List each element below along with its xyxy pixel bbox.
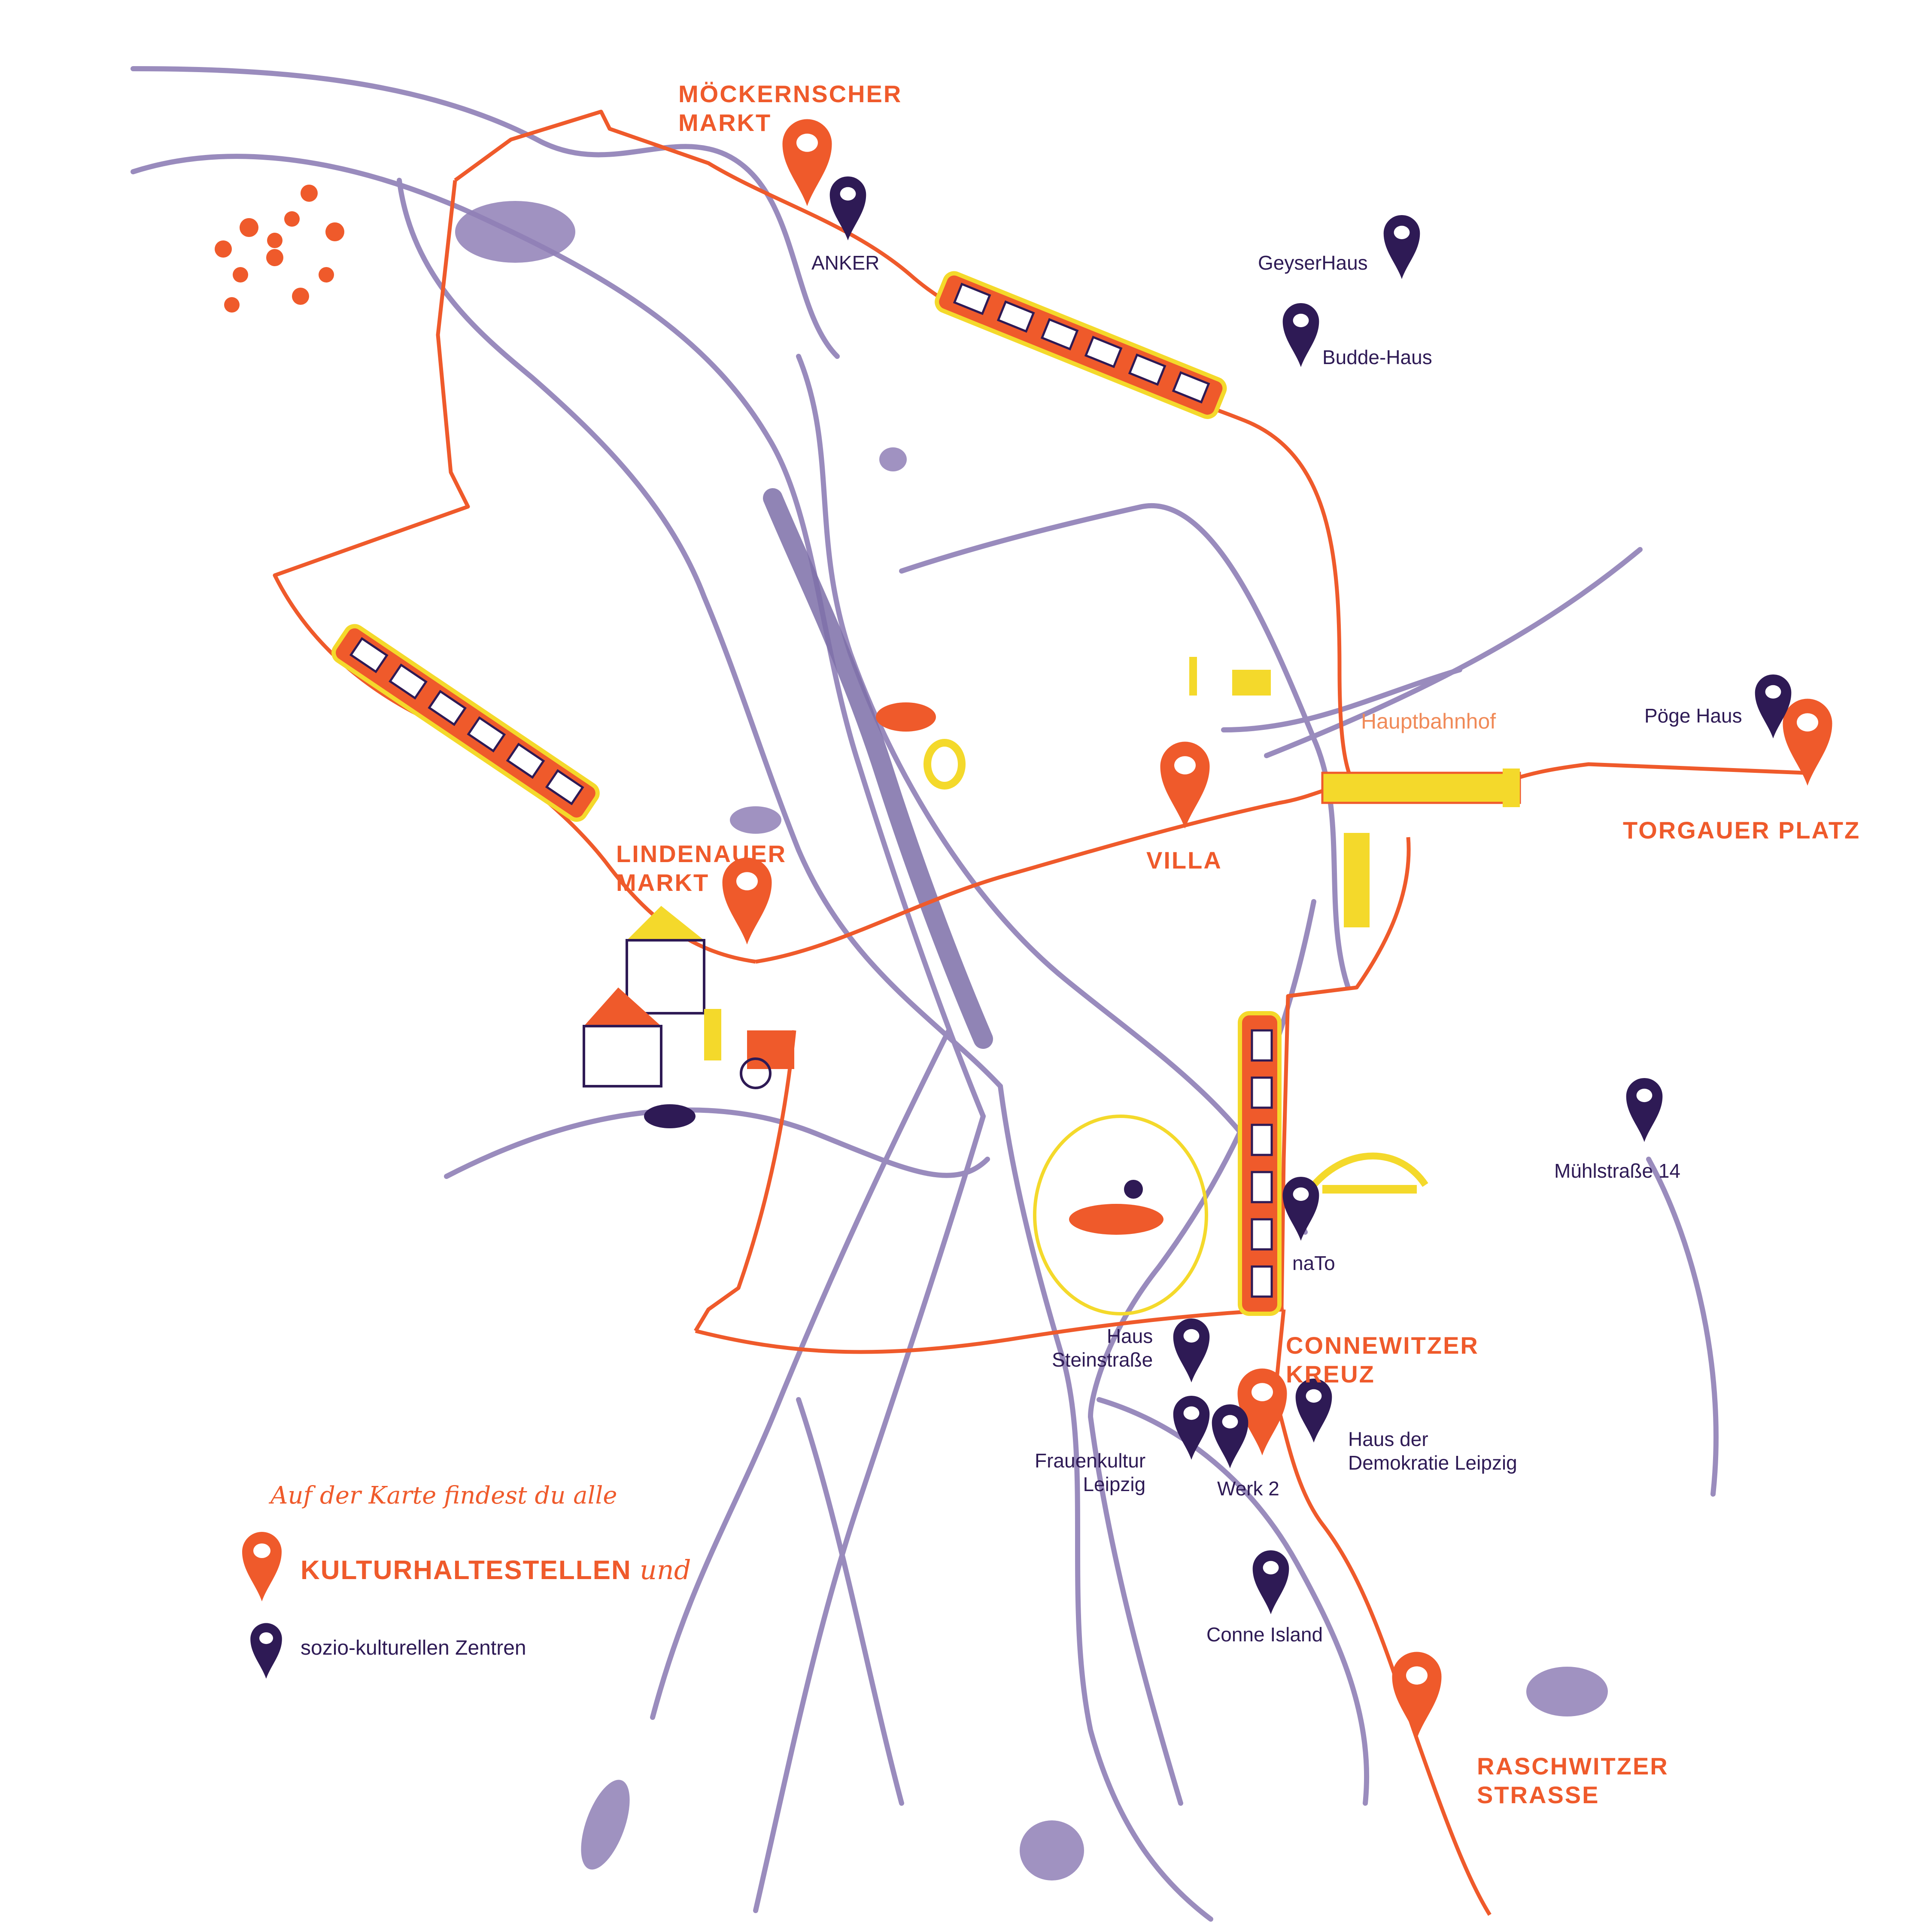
geyserhaus-label-line: GeyserHaus (1258, 252, 1368, 274)
trees-illustration (215, 185, 344, 313)
moeckernscher-markt-label-line: MARKT (678, 109, 772, 137)
raschwitzer-strasse-label-line: STRASSE (1477, 1781, 1600, 1809)
legend-zentren: sozio-kulturellen Zentren (301, 1637, 526, 1659)
legend-stops-label: KULTURHALTESTELLEN (301, 1555, 632, 1585)
conne-island-label-line: Conne Island (1206, 1623, 1323, 1646)
hauptbahnhof-building (1321, 769, 1521, 807)
haus-steinstrasse-label-line: Haus (1106, 1325, 1153, 1347)
legend-kulturhaltestelle-pin-icon (242, 1532, 282, 1601)
villa-label: VILLA (1146, 846, 1222, 875)
zoo-illustration (1189, 657, 1271, 696)
racecourse-illustration (1033, 1115, 1208, 1315)
haus-steinstrasse-label-line: Steinstraße (1052, 1349, 1153, 1371)
frauenkultur-leipzig-pin-icon[interactable] (1173, 1395, 1210, 1460)
legend-kulturhaltestellen: KULTURHALTESTELLEN und (301, 1554, 691, 1586)
connewitzer-kreuz-label-line: CONNEWITZER (1286, 1332, 1479, 1359)
connewitzer-kreuz-label-line: KREUZ (1286, 1361, 1375, 1388)
werk-2-label-line: Werk 2 (1217, 1477, 1279, 1500)
bull-illustration (876, 702, 966, 790)
fairground-illustration (1311, 1152, 1428, 1194)
nato-label: naTo (1292, 1252, 1335, 1275)
lindenauer-markt-label-line: MARKT (616, 869, 710, 896)
poege-haus-label: Pöge Haus (1644, 704, 1742, 728)
nato-label-line: naTo (1292, 1252, 1335, 1274)
haus-der-demokratie-label-line: Haus der (1348, 1428, 1428, 1450)
werk-2-label: Werk 2 (1217, 1477, 1279, 1501)
conne-island-pin-icon[interactable] (1252, 1550, 1289, 1614)
anker-pin-icon[interactable] (829, 176, 866, 240)
connewitzer-kreuz-pin-icon[interactable] (1237, 1368, 1287, 1456)
tram-illustration-north (934, 270, 1227, 420)
anker-label-line: ANKER (811, 252, 880, 274)
legend-zentrum-pin-icon (250, 1623, 282, 1679)
raschwitzer-strasse-label-line: RASCHWITZER (1477, 1753, 1669, 1780)
frauenkultur-leipzig-label-line: Frauenkultur (1035, 1449, 1146, 1472)
legend-stops-suffix: und (639, 1554, 691, 1586)
lindenauer-markt-label-line: LINDENAUER (616, 840, 787, 867)
lakes (455, 201, 1608, 1880)
geyserhaus-label: GeyserHaus (1258, 251, 1368, 275)
torgauer-platz-label: TORGAUER PLATZ (1623, 816, 1860, 844)
muehlstrasse-14-label: Mühlstraße 14 (1554, 1159, 1680, 1183)
hauptbahnhof-label: Hauptbahnhof (1361, 709, 1496, 733)
budde-haus-pin-icon[interactable] (1282, 303, 1319, 367)
budde-haus-label: Budde-Haus (1322, 346, 1432, 369)
tram-illustration-south (1240, 1013, 1279, 1314)
nato-pin-icon[interactable] (1282, 1176, 1319, 1241)
budde-haus-label-line: Budde-Haus (1322, 346, 1432, 368)
legend-intro: Auf der Karte findest du alle (270, 1482, 617, 1510)
werk-2-pin-icon[interactable] (1212, 1404, 1249, 1468)
anker-label: ANKER (811, 251, 879, 275)
poege-haus-label-line: Pöge Haus (1644, 705, 1742, 727)
villa-label-line: VILLA (1146, 847, 1222, 874)
frauenkultur-leipzig-label-line: Leipzig (1083, 1473, 1146, 1496)
canal (763, 488, 993, 1049)
raschwitzer-strasse-pin-icon[interactable] (1392, 1652, 1442, 1739)
tower-illustration (1344, 833, 1370, 927)
torgauer-platz-label-line: TORGAUER PLATZ (1623, 817, 1861, 844)
tram-illustration-west (330, 623, 601, 823)
villa-pin-icon[interactable] (1160, 741, 1210, 829)
haus-der-demokratie-label-line: Demokratie Leipzig (1348, 1452, 1517, 1474)
conne-island-label: Conne Island (1206, 1623, 1323, 1646)
muehlstrasse-14-pin-icon[interactable] (1626, 1078, 1663, 1142)
muehlstrasse-14-label-line: Mühlstraße 14 (1554, 1160, 1681, 1182)
market-illustration (583, 906, 794, 1128)
moeckernscher-markt-label-line: MÖCKERNSCHER (678, 80, 902, 107)
haus-steinstrasse-pin-icon[interactable] (1173, 1318, 1210, 1382)
geyserhaus-pin-icon[interactable] (1383, 215, 1420, 279)
